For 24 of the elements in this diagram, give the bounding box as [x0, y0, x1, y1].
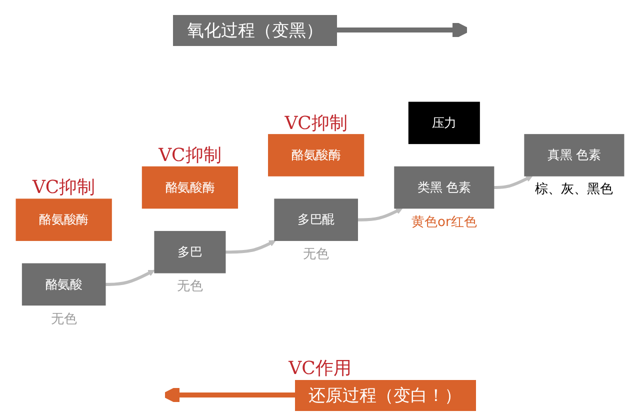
node-box: 酪氨酸 — [22, 264, 106, 306]
node-box: 酪氨酸酶 — [16, 199, 112, 242]
color-caption: 无色 — [303, 246, 330, 263]
process-label: 氧化过程（变黑） — [173, 14, 337, 46]
annotation: VC抑制 — [284, 112, 348, 135]
arrow — [225, 240, 276, 254]
annotation: VC抑制 — [32, 176, 96, 200]
arrow — [105, 270, 155, 286]
node-box: 多巴 — [154, 231, 226, 274]
node-box: 多巴醌 — [274, 199, 358, 242]
process-label: 还原过程（变白！） — [294, 380, 476, 410]
color-caption: 无色 — [50, 310, 77, 328]
node-box: 酪氨酸酶 — [268, 134, 364, 177]
color-caption: 无色 — [176, 278, 203, 296]
note: VC作用 — [288, 356, 352, 380]
color-caption: 黄色or红色 — [412, 214, 477, 231]
node-box: 压力 — [408, 102, 480, 144]
arrow — [494, 176, 533, 190]
arrow — [358, 208, 403, 222]
node-box: 类黑 色素 — [394, 166, 494, 209]
annotation: VC抑制 — [158, 144, 222, 168]
color-caption: 棕、灰、黑色 — [535, 181, 614, 198]
node-box: 真黑 色素 — [524, 134, 624, 177]
node-box: 酪氨酸酶 — [142, 166, 238, 209]
